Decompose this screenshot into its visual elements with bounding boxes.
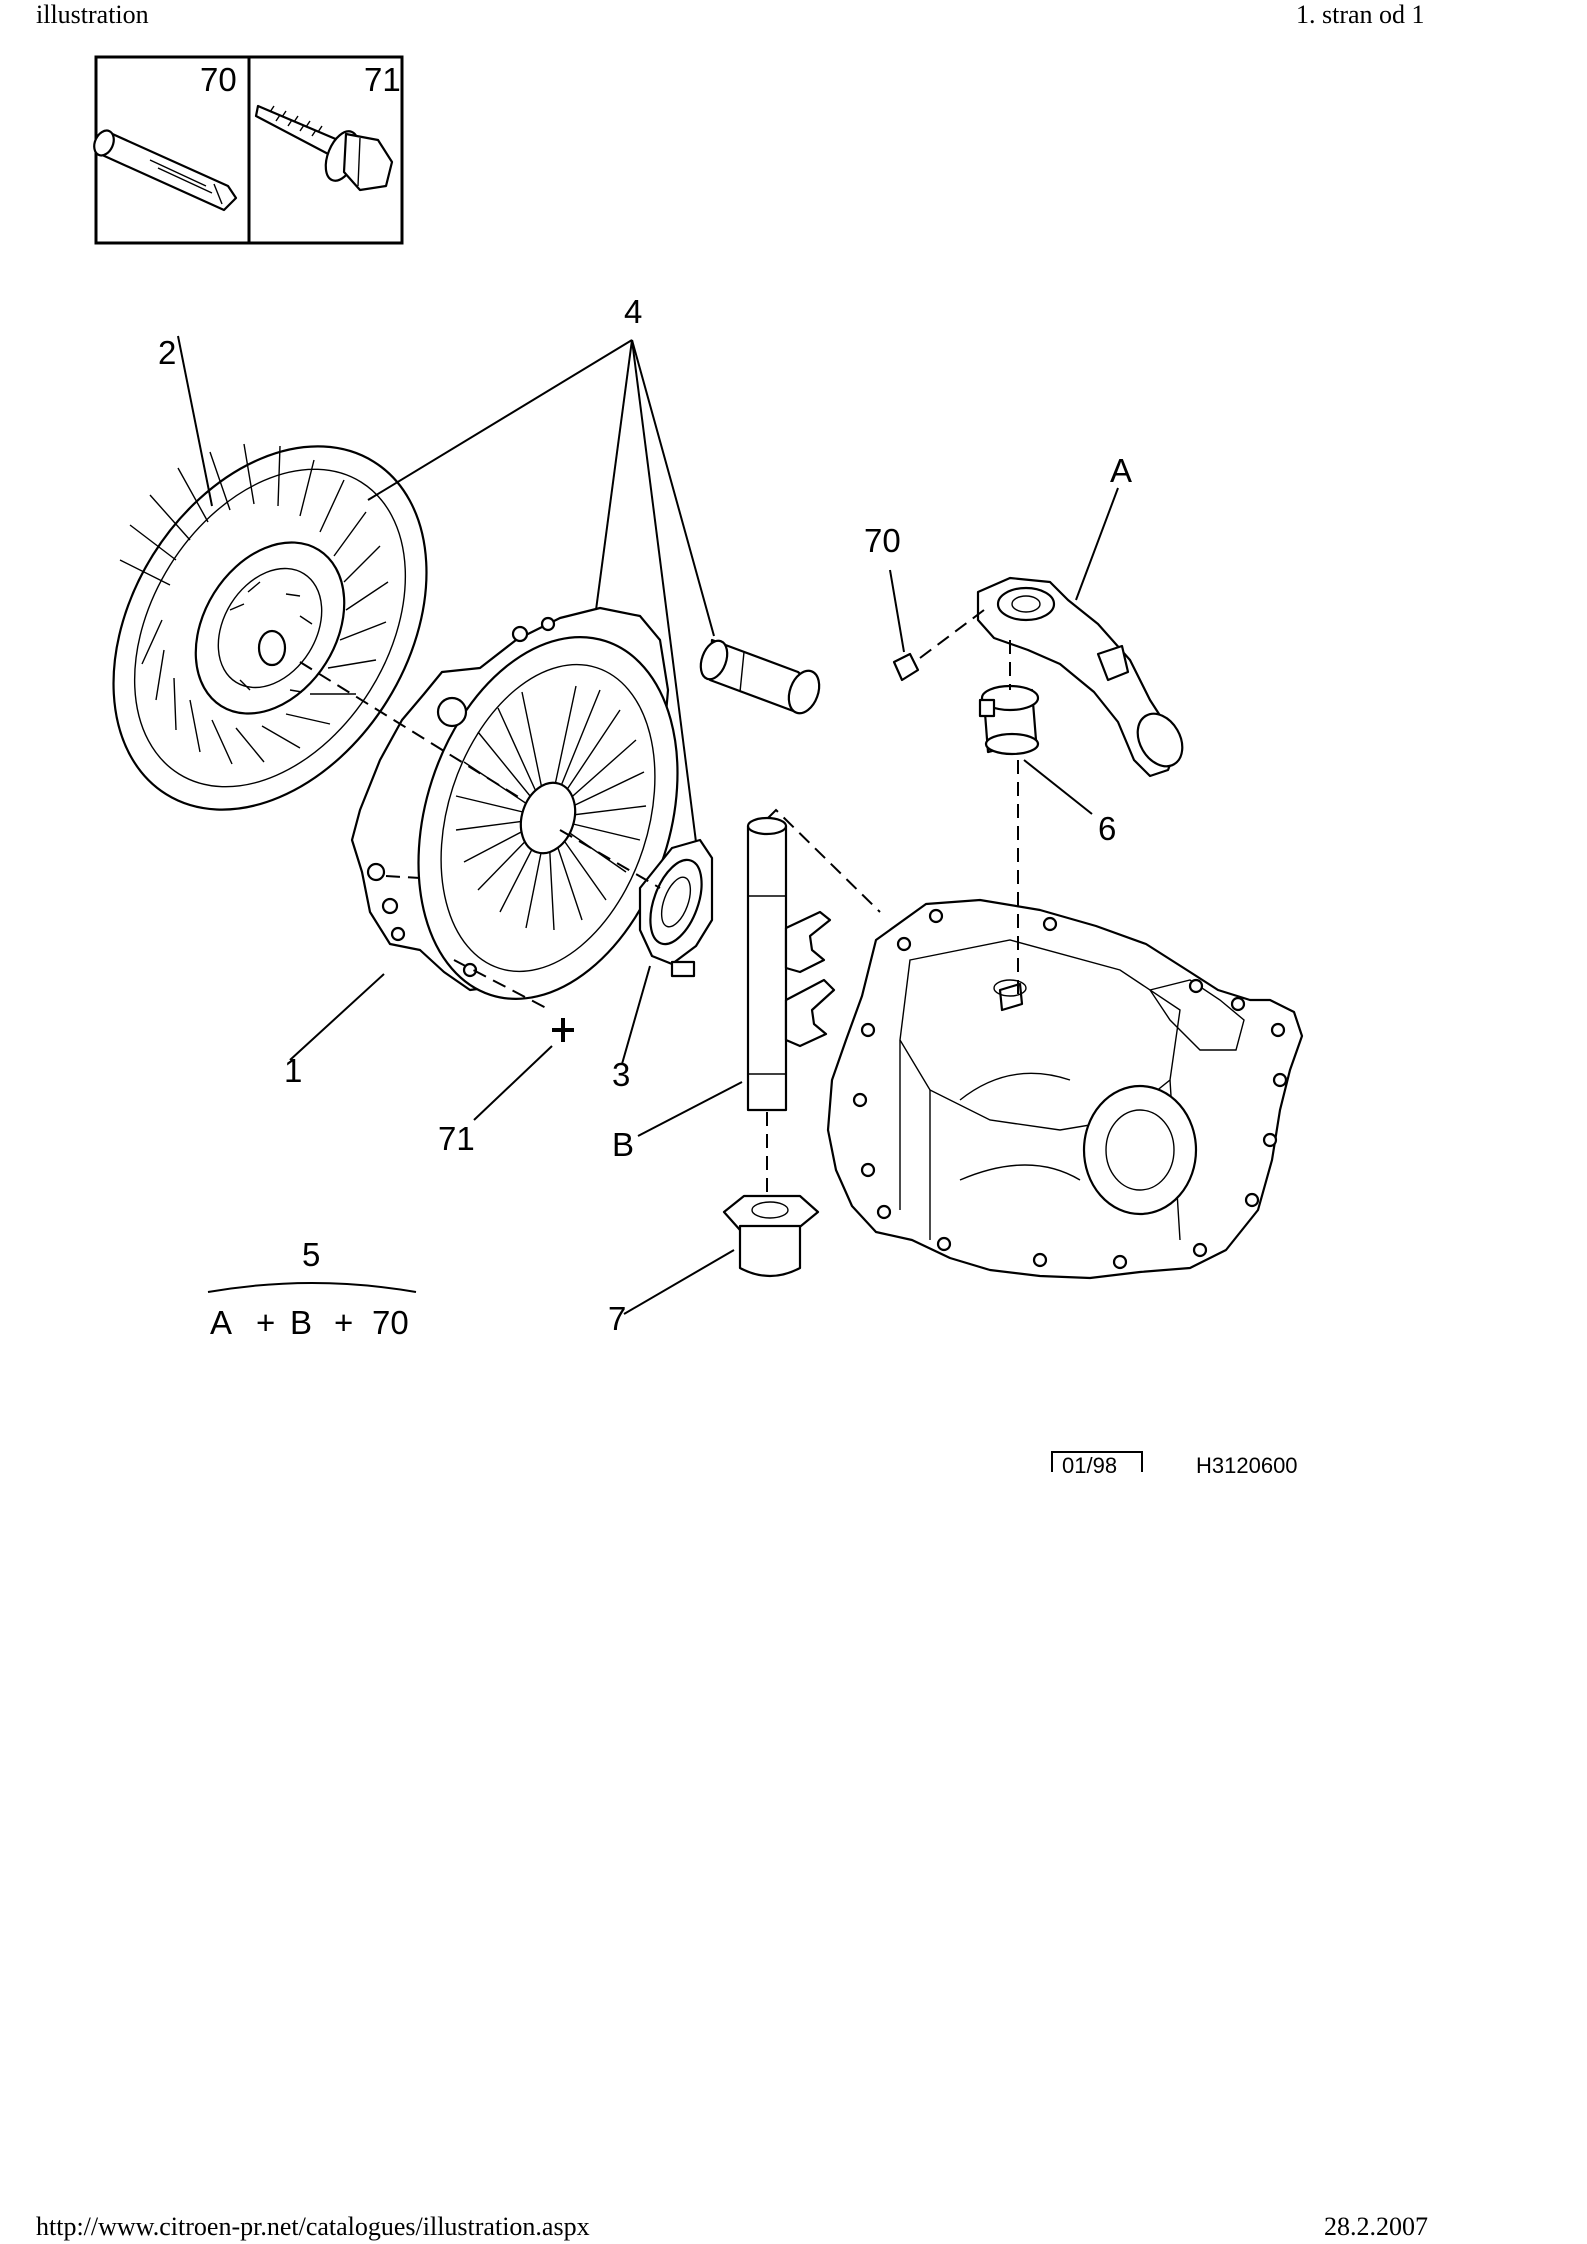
- callout-7: 7: [608, 1300, 626, 1337]
- assembly-centrelines: [299, 609, 1019, 1192]
- page-footer-url[interactable]: http://www.citroen-pr.net/catalogues/ill…: [36, 2212, 590, 2241]
- callout-2: 2: [158, 334, 176, 371]
- formula-b: B: [290, 1304, 312, 1341]
- callout-B: B: [612, 1126, 634, 1163]
- formula-plus-1: +: [256, 1304, 275, 1341]
- formula-plus-2: +: [334, 1304, 353, 1341]
- callout-labels: 2 4 A 70 6 1 3 71 B 7: [158, 293, 1132, 1337]
- fork-shaft: [746, 816, 836, 1112]
- formula-a: A: [210, 1304, 232, 1341]
- stamp-date-code: 01/98: [1062, 1453, 1117, 1478]
- stamp-reference: H3120600: [1196, 1453, 1298, 1478]
- pivot-bushing: [978, 684, 1040, 756]
- bolt-marker-cross-icon: [552, 1018, 574, 1042]
- callout-1: 1: [284, 1052, 302, 1089]
- callout-leader-lines: [177, 335, 1119, 1315]
- formula-c: 70: [372, 1304, 409, 1341]
- bolt-icon: [254, 104, 394, 192]
- housing-bolt-holes: [852, 908, 1288, 1270]
- fork-lever: [976, 576, 1184, 778]
- callout-3: 3: [612, 1056, 630, 1093]
- guide-sleeve: [699, 638, 821, 715]
- callout-71: 71: [438, 1120, 475, 1157]
- clutch-disc: [112, 443, 428, 811]
- inset-parts-box: 70 71: [93, 55, 404, 245]
- lower-bushing: [722, 1194, 820, 1278]
- retaining-clip: [892, 652, 920, 682]
- callout-4: 4: [624, 293, 642, 330]
- release-bearing: [638, 838, 714, 978]
- inset-label-71: 71: [364, 61, 401, 98]
- page-footer-date: 28.2.2007: [1324, 2212, 1428, 2241]
- drawing-stamp: 01/98 H3120600: [1051, 1451, 1298, 1478]
- page-header-pagecount: 1. stran od 1: [1296, 0, 1425, 29]
- page-header-title: illustration: [36, 0, 149, 29]
- pin-icon: [93, 129, 238, 212]
- clutch-pressure-plate: [350, 606, 679, 1000]
- formula-number: 5: [302, 1236, 320, 1273]
- callout-6: 6: [1098, 810, 1116, 847]
- assembly-formula: 5 A + B + 70: [207, 1236, 417, 1341]
- callout-70: 70: [864, 522, 901, 559]
- disc-friction-segments: [119, 443, 389, 765]
- gearbox-housing: [826, 898, 1304, 1280]
- callout-A: A: [1110, 452, 1132, 489]
- inset-label-70: 70: [200, 61, 237, 98]
